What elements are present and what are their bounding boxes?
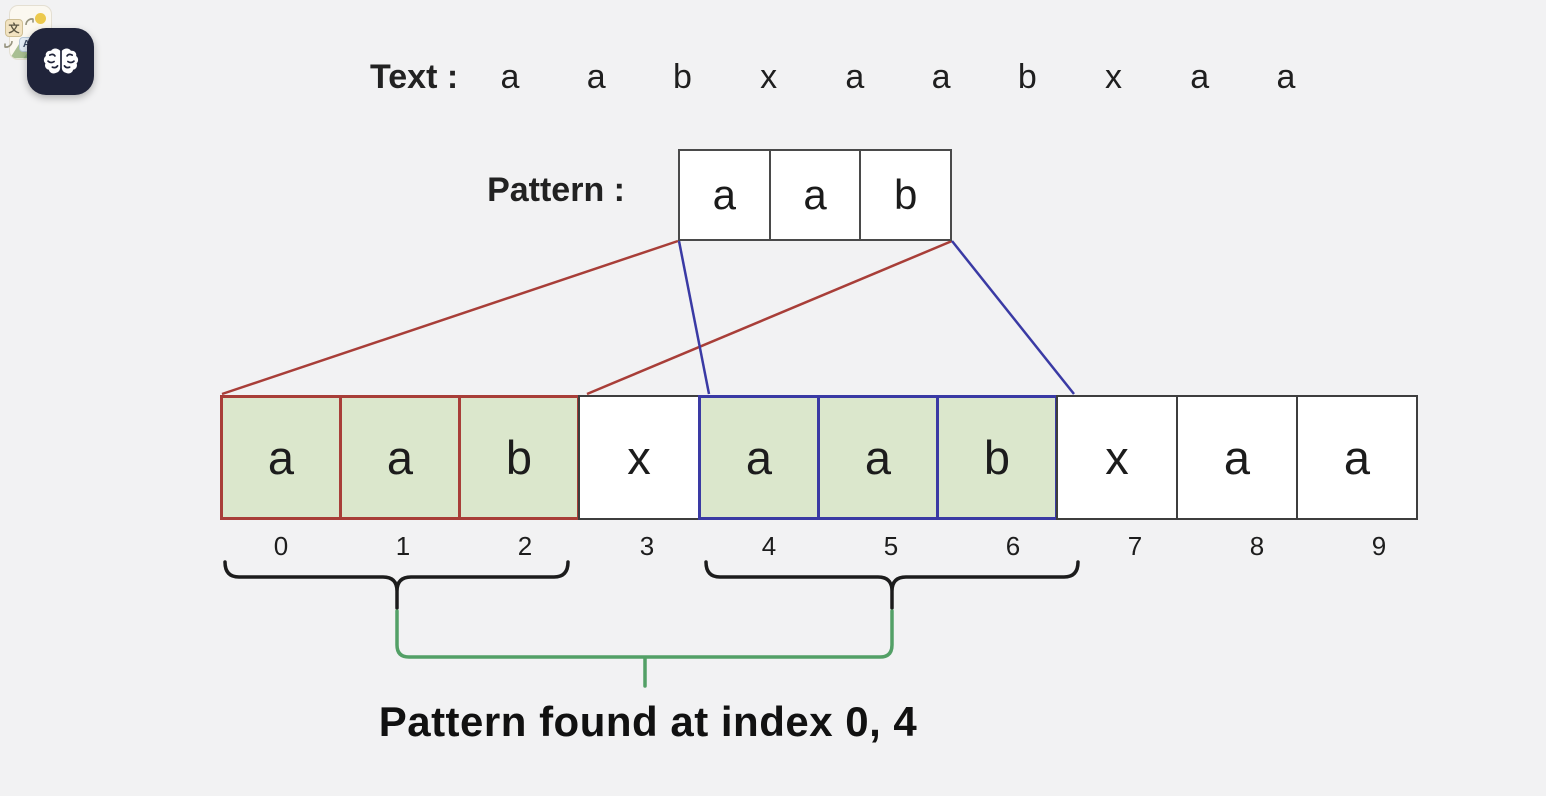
text-char: a <box>845 58 865 96</box>
pattern-cell: b <box>894 171 918 218</box>
array-cell-match1: a <box>220 395 342 520</box>
corner-icon-cluster: 文 A <box>0 0 110 110</box>
translate-arrow-icon <box>4 40 13 48</box>
text-char: a <box>586 58 606 96</box>
combined-match-bracket <box>395 609 894 688</box>
index-label: 0 <box>273 531 289 561</box>
text-char: x <box>760 58 778 96</box>
text-array: a a b x a a b x a a <box>220 395 1418 520</box>
array-cell-match2: a <box>698 395 820 520</box>
array-cell: a <box>1176 395 1298 520</box>
caption-text: Pattern found at index 0, 4 <box>378 698 918 745</box>
brain-button[interactable] <box>27 28 94 95</box>
text-char-row: a a b x a a b x a a <box>498 58 1298 98</box>
array-cell-match2: a <box>817 395 939 520</box>
translate-source-glyph: 文 <box>8 23 20 35</box>
index-label: 8 <box>1249 531 1265 561</box>
array-cell: x <box>578 395 700 520</box>
index-label: 5 <box>883 531 899 561</box>
translate-arrow-icon <box>25 18 34 26</box>
text-char: b <box>1017 58 1037 96</box>
array-cell-match2: b <box>936 395 1058 520</box>
underbrace-first-match <box>223 560 570 610</box>
array-cell-match1: a <box>339 395 461 520</box>
sun-icon <box>35 13 46 24</box>
text-char: a <box>1276 58 1296 96</box>
text-char: b <box>672 58 692 96</box>
index-label: 9 <box>1371 531 1387 561</box>
index-row: 0 1 2 3 4 5 6 7 8 9 <box>220 531 1440 562</box>
pattern-box: a a b <box>678 149 952 241</box>
index-label: 1 <box>395 531 411 561</box>
underbrace-second-match <box>704 560 1080 610</box>
translate-target-glyph: A <box>23 39 30 50</box>
index-label: 2 <box>517 531 533 561</box>
text-char: x <box>1105 58 1123 96</box>
array-cell: x <box>1056 395 1178 520</box>
index-label: 7 <box>1127 531 1143 561</box>
index-label: 4 <box>761 531 777 561</box>
index-label: 6 <box>1005 531 1021 561</box>
index-label: 3 <box>639 531 655 561</box>
translate-source-tile: 文 <box>5 19 23 37</box>
brain-icon <box>43 48 78 73</box>
text-char: a <box>500 58 520 96</box>
array-cell-match1: b <box>458 395 580 520</box>
pattern-cell: a <box>680 151 771 239</box>
match1-right-connector-line <box>586 239 953 396</box>
match1-left-connector-line <box>221 239 679 396</box>
array-cell: a <box>1296 395 1418 520</box>
text-char: a <box>931 58 951 96</box>
pattern-cell: a <box>771 151 862 239</box>
match2-right-connector-line <box>951 240 1075 395</box>
text-label: Text : <box>370 58 459 96</box>
match2-left-connector-line <box>677 240 711 395</box>
text-char: a <box>1190 58 1210 96</box>
pattern-label: Pattern : <box>487 171 625 209</box>
